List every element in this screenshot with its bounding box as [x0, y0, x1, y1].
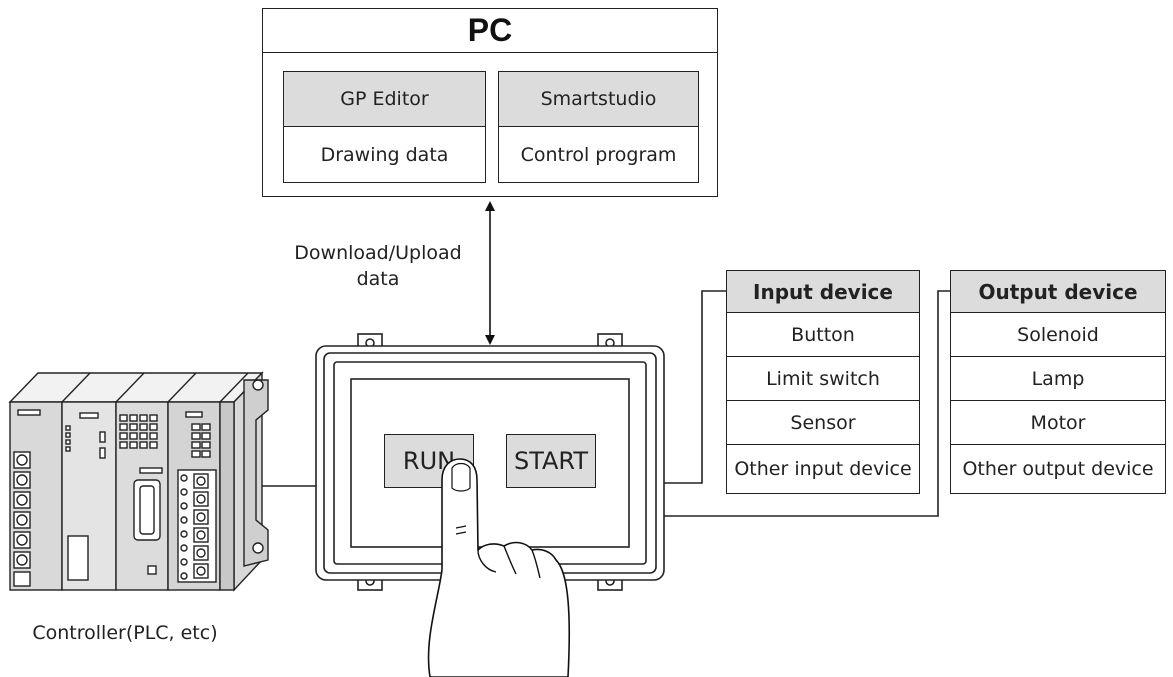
gp-editor-box: GP Editor Drawing data [283, 71, 486, 183]
input-device-header: Input device [727, 271, 919, 313]
input-device-item: Sensor [727, 401, 919, 445]
output-device-item: Other output device [962, 458, 1154, 480]
pc-box: PC GP Editor Drawing data Smartstudio Co… [262, 8, 718, 197]
download-upload-label: Download/Upload data [268, 240, 488, 292]
input-device-item: Limit switch [727, 357, 919, 401]
pc-title-bar: PC [263, 9, 717, 53]
gp-editor-header: GP Editor [284, 72, 485, 127]
pc-title: PC [467, 12, 513, 48]
output-device-header: Output device [951, 271, 1165, 313]
controller-label: Controller(PLC, etc) [32, 622, 218, 644]
input-device-box: Input device Button Limit switch Sensor … [726, 270, 920, 494]
input-device-item: Button [727, 313, 919, 357]
input-device-item: Other input device [734, 458, 912, 480]
output-device-item: Lamp [951, 357, 1165, 401]
smartstudio-box: Smartstudio Control program [498, 71, 699, 183]
download-upload-line2: data [356, 268, 400, 290]
gp-editor-content: Drawing data [320, 143, 449, 166]
hmi-panel [315, 333, 665, 591]
plc-controller [8, 371, 269, 592]
smartstudio-header: Smartstudio [499, 72, 698, 127]
output-device-box: Output device Solenoid Lamp Motor Other … [950, 270, 1166, 494]
hmi-input-connector [664, 290, 726, 484]
smartstudio-content: Control program [520, 143, 677, 166]
hmi-output-connector [664, 290, 950, 517]
start-button[interactable]: START [506, 434, 596, 488]
download-upload-line1: Download/Upload [294, 242, 462, 264]
output-device-item: Motor [951, 401, 1165, 445]
output-device-item: Solenoid [951, 313, 1165, 357]
